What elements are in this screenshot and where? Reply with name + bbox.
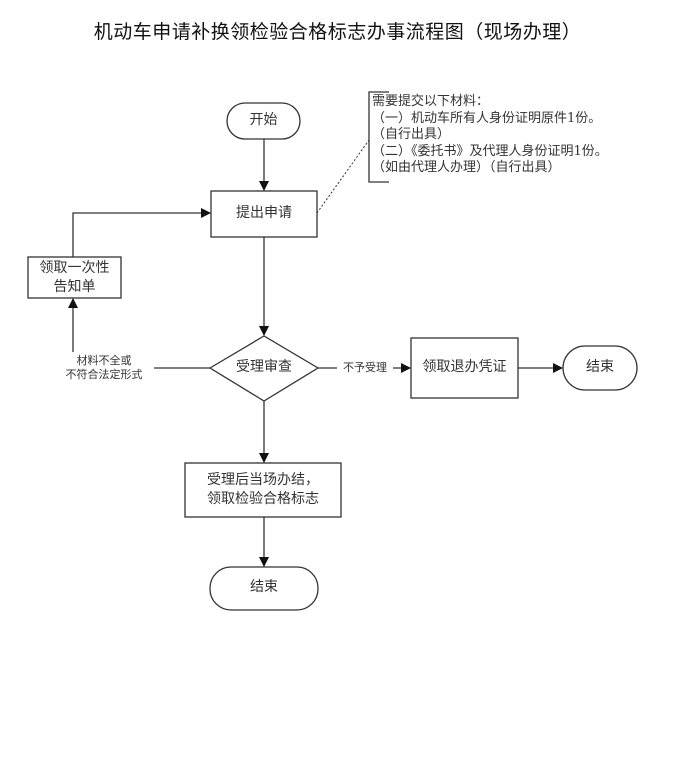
complete-line-2: 领取检验合格标志 (207, 491, 319, 507)
refund-label: 领取退办凭证 (422, 359, 507, 375)
apply-box (210, 190, 318, 238)
notice-line-1: 领取一次性 (39, 260, 110, 276)
notice-line-2: 告知单 (53, 279, 96, 295)
complete-line-1: 受理后当场办结， (207, 472, 319, 488)
note-leader (316, 139, 370, 214)
end-right-terminator (562, 345, 638, 391)
apply-label: 提出申请 (236, 205, 292, 221)
note-line: （自行出具） (372, 127, 451, 142)
note-bracket (368, 91, 389, 183)
complete-box (184, 462, 342, 518)
edge-notice-apply (72, 208, 211, 257)
notice-box (27, 256, 122, 299)
incomplete-line-2: 不符合法定形式 (65, 368, 143, 381)
review-label: 受理审查 (236, 359, 292, 375)
refund-box (410, 337, 519, 399)
end-bottom-label: 结束 (250, 579, 278, 595)
notice-label: 领取一次性 告知单 (28, 259, 121, 297)
edge-label-incomplete: 材料不全或 不符合法定形式 (52, 354, 156, 382)
start-label: 开始 (249, 112, 278, 128)
materials-note: 需要提交以下材料： （一）机动车所有人身份证明原件1份。 （自行出具） （二）《… (372, 94, 608, 177)
note-line: 需要提交以下材料： (372, 94, 490, 109)
incomplete-line-1: 材料不全或 (76, 354, 132, 367)
note-line: （二）《委托书》及代理人身份证明1份。 (372, 143, 608, 159)
end-bottom-terminator (209, 566, 319, 611)
complete-label: 受理后当场办结， 领取检验合格标志 (185, 471, 341, 509)
end-right-label: 结束 (586, 359, 614, 375)
note-line: （如由代理人办理）（自行出具） (372, 160, 561, 175)
edge-label-rejected: 不予受理 (337, 361, 393, 375)
note-line: （一）机动车所有人身份证明原件1份。 (372, 110, 602, 126)
page-title: 机动车申请补换领检验合格标志办事流程图（现场办理） (93, 21, 582, 43)
